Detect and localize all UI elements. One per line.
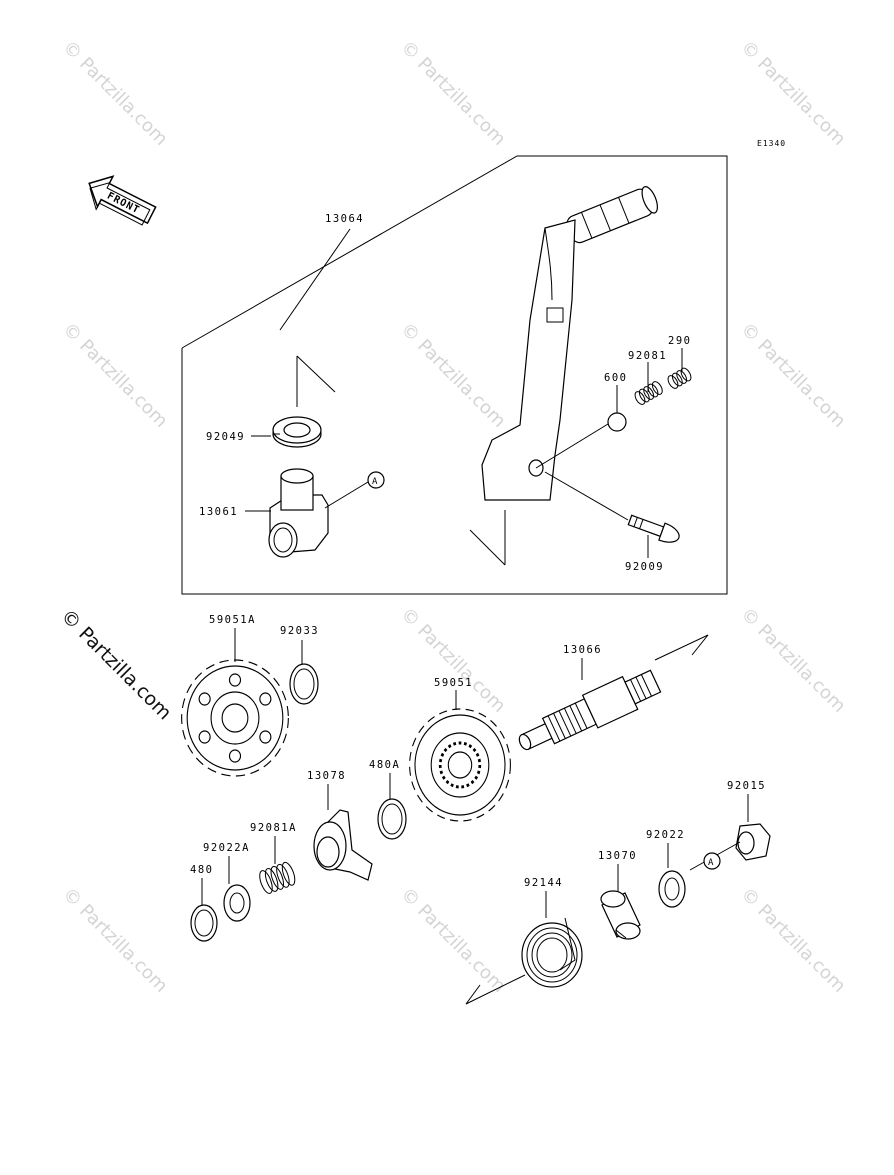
watermark: © Partzilla.com (396, 884, 509, 997)
bolt-92009 (544, 471, 680, 543)
watermark: © Partzilla.com (58, 319, 171, 432)
side-watermark-text: © Partzilla.com (56, 605, 175, 724)
spring-92081A (259, 836, 296, 894)
label-480A: 480A (369, 759, 400, 771)
svg-text:A: A (372, 477, 378, 487)
ref-marker-a-lower: A (689, 841, 741, 871)
watermark: © Partzilla.com (396, 319, 509, 432)
label-13061: 13061 (199, 506, 238, 518)
diagram-code: E1340 (757, 139, 786, 148)
watermark: © Partzilla.com (736, 604, 849, 717)
label-92081: 92081 (628, 350, 667, 362)
ball-600 (607, 412, 627, 432)
circlip-480A (377, 773, 407, 840)
ref-marker-a-upper: A (367, 471, 385, 489)
watermark: © Partzilla.com (736, 884, 849, 997)
collar-13070 (600, 864, 641, 940)
watermark: © Partzilla.com (396, 37, 509, 150)
label-59051: 59051 (434, 677, 473, 689)
part-labels: 13064 290 92081 600 92049 13061 92009 59… (190, 213, 766, 889)
kick-spring-92144 (465, 891, 583, 1005)
label-92144: 92144 (524, 877, 563, 889)
gear-59051 (409, 690, 511, 822)
label-92015: 92015 (727, 780, 766, 792)
watermark: © Partzilla.com (58, 37, 171, 150)
label-92022A: 92022A (203, 842, 250, 854)
front-arrow-icon: FRONT (88, 175, 157, 226)
ratchet-13078 (313, 784, 373, 881)
label-92033: 92033 (280, 625, 319, 637)
ring-92033 (289, 640, 319, 705)
shaft-13066 (518, 634, 709, 751)
label-13066: 13066 (563, 644, 602, 656)
label-480: 480 (190, 864, 213, 876)
kick-pedal-lever (469, 186, 658, 566)
label-600: 600 (604, 372, 627, 384)
side-watermark: © Partzilla.com (56, 605, 175, 724)
spring-92081 (634, 381, 663, 405)
watermark: © Partzilla.com (736, 37, 849, 150)
gear-59051A (181, 628, 289, 777)
label-13064: 13064 (325, 213, 364, 225)
svg-text:A: A (708, 858, 714, 868)
label-59051A: 59051A (209, 614, 256, 626)
leader-lines-upper (245, 348, 683, 558)
shaft-boss-13061 (268, 468, 369, 558)
nut-92015 (735, 794, 771, 861)
label-290: 290 (668, 335, 691, 347)
label-92022: 92022 (646, 829, 685, 841)
label-92081A: 92081A (250, 822, 297, 834)
kick-pedal-assembly-box (181, 155, 728, 595)
label-13078: 13078 (307, 770, 346, 782)
oil-seal-92049 (272, 355, 336, 448)
watermark: © Partzilla.com (396, 604, 509, 717)
watermarks: © Partzilla.com © Partzilla.com © Partzi… (58, 37, 849, 997)
circlip-480 (190, 878, 218, 942)
watermark: © Partzilla.com (58, 884, 171, 997)
label-92049: 92049 (206, 431, 245, 443)
spring-290 (667, 367, 692, 389)
watermark: © Partzilla.com (736, 319, 849, 432)
label-13070: 13070 (598, 850, 637, 862)
washer-92022 (658, 843, 686, 908)
label-92009: 92009 (625, 561, 664, 573)
washer-92022A (223, 856, 251, 922)
